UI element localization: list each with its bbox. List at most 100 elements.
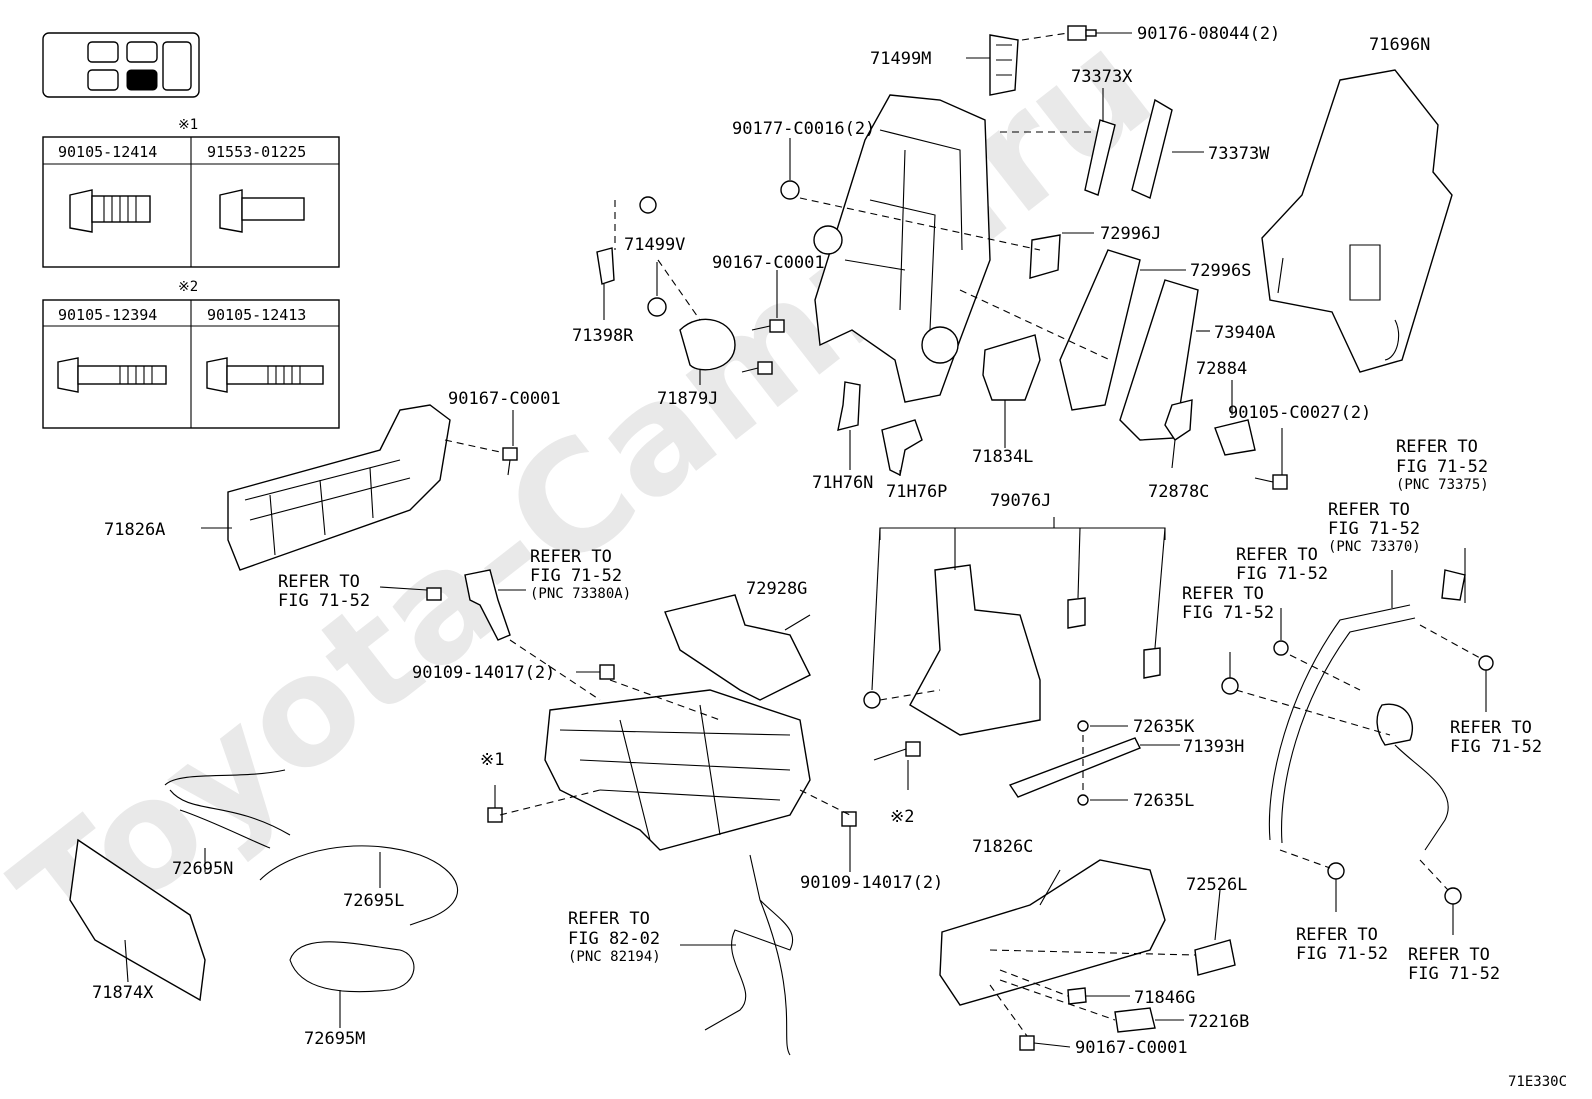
refer-note: REFER TO FIG 71-52 xyxy=(1296,925,1388,964)
label-72928g: 72928G xyxy=(746,579,807,599)
nut-icon xyxy=(1221,677,1239,695)
side-panel-71826a-drawing xyxy=(227,404,451,571)
bolt-long-icon xyxy=(206,357,324,393)
label-71499v: 71499V xyxy=(624,235,685,255)
refer-line-2: FIG 71-52 xyxy=(1396,457,1488,477)
clip-72996j-drawing xyxy=(1029,234,1061,279)
table-2-mark: ※2 xyxy=(178,279,198,295)
label-79076j: 79076J xyxy=(990,491,1051,511)
figure-code: 71E330C xyxy=(1508,1074,1567,1090)
trim-73373x-drawing xyxy=(1084,119,1116,196)
label-90176: 90176-08044(2) xyxy=(1137,24,1280,44)
clip-72526l-drawing xyxy=(1194,939,1236,976)
label-73373x: 73373X xyxy=(1071,67,1133,87)
refer-line-1: REFER TO xyxy=(1296,925,1378,945)
refer-line-2: FIG 71-52 xyxy=(1408,964,1500,984)
screw-icon xyxy=(599,664,615,680)
nut-icon xyxy=(1444,887,1462,905)
label-72878c: 72878C xyxy=(1148,482,1209,502)
label-71874x: 71874X xyxy=(92,983,154,1003)
label-72526l: 72526L xyxy=(1186,875,1247,895)
cover-71834l-drawing xyxy=(982,334,1041,401)
screw-icon xyxy=(841,811,857,827)
cover-72928g-drawing xyxy=(664,594,811,701)
cover-72996s-drawing xyxy=(1059,249,1141,411)
seat-position-icon xyxy=(42,32,200,98)
refer-line-1: REFER TO xyxy=(1396,437,1478,457)
label-90167b: 90167-C0001 xyxy=(448,389,561,409)
strap-71393h-drawing xyxy=(1008,737,1141,798)
label-72695m: 72695M xyxy=(304,1029,365,1049)
label-71826c: 71826C xyxy=(972,837,1033,857)
label-71846g: 71846G xyxy=(1134,988,1195,1008)
trim-73373w-drawing xyxy=(1131,98,1173,199)
clip-71846g-drawing xyxy=(1067,987,1087,1005)
leader-lines xyxy=(124,32,1487,1048)
refer-line-1: REFER TO xyxy=(568,909,650,929)
motor-71879j-drawing xyxy=(679,318,736,371)
refer-line-1: REFER TO xyxy=(530,547,612,567)
refer-line-1: REFER TO xyxy=(1182,584,1264,604)
bracket-71h76n-drawing xyxy=(837,381,861,431)
nut-icon xyxy=(639,196,657,214)
label-90167a: 90167-C0001 xyxy=(712,253,825,273)
label-71834l: 71834L xyxy=(972,447,1033,467)
refer-line-2: FIG 71-52 xyxy=(1296,944,1388,964)
screw-icon xyxy=(502,447,518,476)
refer-note: REFER TO FIG 71-52 (PNC 73370) xyxy=(1328,500,1421,555)
label-71826a: 71826A xyxy=(104,520,165,540)
label-mark1: ※1 xyxy=(480,750,504,770)
label-72635l: 72635L xyxy=(1133,791,1194,811)
cable-72695n-drawing xyxy=(164,769,291,849)
refer-note: REFER TO FIG 71-52 xyxy=(1408,945,1500,984)
label-90109b: 90109-14017(2) xyxy=(800,873,943,893)
label-73373w: 73373W xyxy=(1208,144,1270,164)
cable-72695l-drawing xyxy=(259,845,459,926)
latch-drawing xyxy=(989,34,1019,96)
refer-note: REFER TO FIG 71-52 (PNC 73375) xyxy=(1396,437,1489,493)
nut-icon xyxy=(1327,862,1345,880)
refer-note: REFER TO FIG 71-52 xyxy=(1450,718,1542,757)
bolt-icon xyxy=(873,741,921,761)
label-72635k: 72635K xyxy=(1133,717,1195,737)
seat-back-cover-detail xyxy=(1277,244,1400,361)
refer-line-2: FIG 82-02 xyxy=(568,929,660,949)
cover-72878c-drawing xyxy=(1164,399,1193,441)
refer-line-2: FIG 71-52 xyxy=(278,591,370,611)
label-mark2: ※2 xyxy=(890,807,914,827)
bolt-table-2: ※2 90105-12394 90105-12413 xyxy=(42,279,340,429)
seatbelt-drawing xyxy=(1268,569,1466,851)
screw-icon xyxy=(741,361,773,375)
refer-line-2: FIG 71-52 xyxy=(1236,564,1328,584)
refer-line-1: REFER TO xyxy=(1236,545,1318,565)
refer-line-2: FIG 71-52 xyxy=(1450,737,1542,757)
panel-71874x-drawing xyxy=(69,838,206,1002)
refer-line-3: (PNC 73375) xyxy=(1396,477,1489,493)
refer-note: REFER TO FIG 71-52 (PNC 73380A) xyxy=(530,547,631,602)
nut-icon xyxy=(780,180,800,200)
refer-line-3: (PNC 73370) xyxy=(1328,539,1421,555)
refer-note: REFER TO FIG 71-52 xyxy=(1236,545,1328,584)
belt-buckle-drawing xyxy=(464,569,511,641)
label-71398r: 71398R xyxy=(572,326,634,346)
seat-back-cover-drawing xyxy=(1261,69,1453,373)
refer-line-2: FIG 71-52 xyxy=(1182,603,1274,623)
screw-icon xyxy=(751,319,785,333)
label-71h76n: 71H76N xyxy=(812,473,873,493)
refer-line-3: (PNC 82194) xyxy=(568,949,661,965)
refer-line-3: (PNC 73380A) xyxy=(530,586,631,602)
refer-notes: REFER TO FIG 71-52 REFER TO FIG 71-52 (P… xyxy=(278,437,1542,984)
refer-line-1: REFER TO xyxy=(278,572,360,592)
bolt-short-icon xyxy=(219,189,305,233)
cover-73940a-drawing xyxy=(1119,279,1199,441)
table-2-col1: 90105-12394 xyxy=(58,306,157,324)
screw-icon xyxy=(1254,474,1288,490)
refer-line-1: REFER TO xyxy=(1408,945,1490,965)
table-1-col2: 91553-01225 xyxy=(207,143,306,161)
screw-icon xyxy=(487,807,503,823)
label-73940a: 73940A xyxy=(1214,323,1275,343)
label-72996j: 72996J xyxy=(1100,224,1161,244)
table-1-mark: ※1 xyxy=(178,117,198,133)
label-72996s: 72996S xyxy=(1190,261,1251,281)
refer-line-1: REFER TO xyxy=(1450,718,1532,738)
